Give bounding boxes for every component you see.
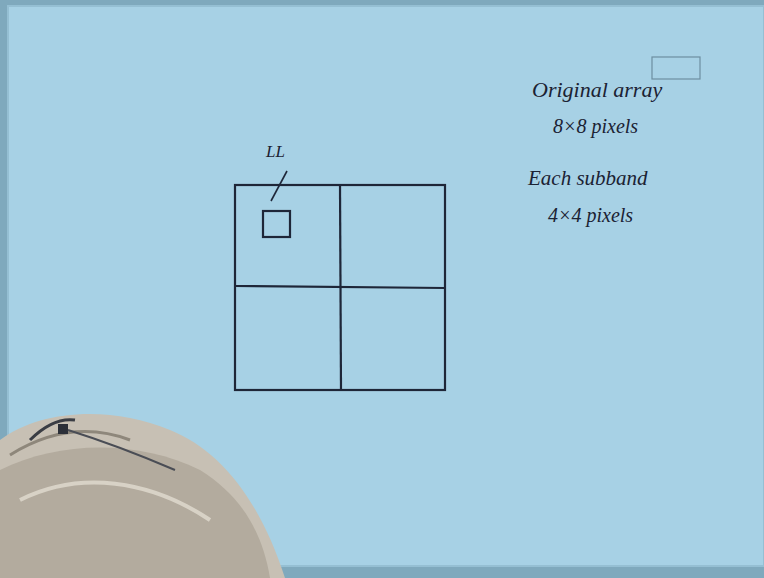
grid-horizontal — [235, 286, 445, 288]
note-text: 4×4 pixels — [548, 204, 633, 226]
presenter-head — [0, 414, 285, 578]
subband-label-text: LL — [266, 142, 285, 161]
glasses-hinge — [58, 424, 68, 434]
subband-grid — [235, 171, 445, 390]
note-text-text: Original array — [532, 77, 662, 102]
note-text: 8×8 pixels — [553, 115, 638, 137]
subband-label: LL — [266, 143, 285, 162]
note-text-text: Each subband — [528, 166, 648, 190]
leader-line — [271, 171, 287, 201]
ll-block — [263, 211, 290, 237]
note-text: Each subband — [528, 167, 648, 190]
note-text-text: 4×4 pixels — [548, 204, 633, 226]
note-text-text: 8×8 pixels — [553, 115, 638, 137]
note-text: Original array — [532, 78, 662, 102]
corner-stamp — [652, 57, 700, 79]
grid-outline — [235, 185, 445, 390]
